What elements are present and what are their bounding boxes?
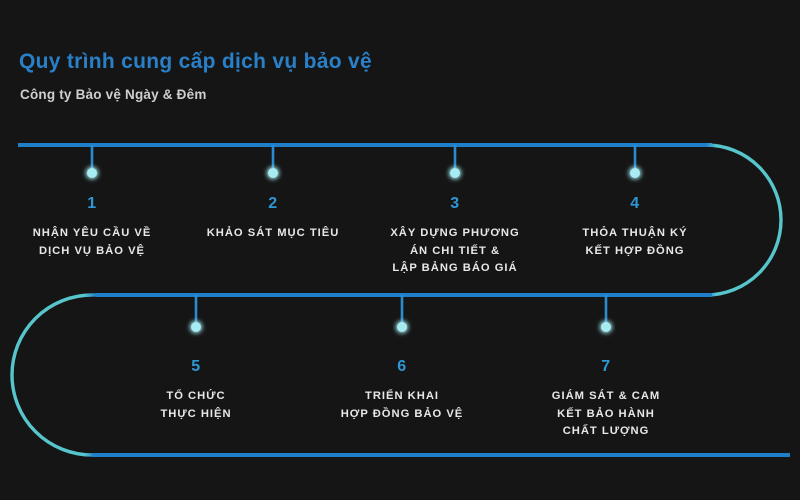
timeline-step-3[interactable]: 3 XÂY DỰNG PHƯƠNG ÁN CHI TIẾT & LẬP BẢNG… [390, 196, 519, 278]
step-number: 4 [630, 195, 640, 212]
step-label-line: CHẤT LƯỢNG [562, 425, 650, 437]
step-number: 2 [268, 195, 278, 212]
step-marker-2 [268, 145, 278, 178]
step-marker-6 [397, 295, 407, 332]
step-marker-7 [601, 295, 611, 332]
step-label-line: THỰC HIỆN [160, 407, 232, 420]
step-label-line: GIÁM SÁT & CAM [551, 390, 661, 402]
step-label-line: DỊCH VỤ BẢO VỆ [38, 244, 145, 257]
step-label: NHẬN YÊU CẦU VỀ DỊCH VỤ BẢO VỆ [33, 225, 152, 260]
timeline-left-curve [10, 293, 96, 457]
step-number: 1 [87, 195, 97, 212]
step-label: THỎA THUẬN KÝ KẾT HỢP ĐỒNG [582, 225, 687, 260]
timeline-step-7[interactable]: 7 GIÁM SÁT & CAM KẾT BẢO HÀNH CHẤT LƯỢNG [552, 359, 660, 441]
step-marker-4 [630, 145, 640, 178]
step-marker-5 [191, 295, 201, 332]
step-label: XÂY DỰNG PHƯƠNG ÁN CHI TIẾT & LẬP BẢNG B… [390, 225, 519, 278]
step-label-line: KHẢO SÁT MỤC TIÊU [206, 227, 340, 239]
step-label-line: XÂY DỰNG PHƯƠNG [390, 227, 520, 239]
step-label: GIÁM SÁT & CAM KẾT BẢO HÀNH CHẤT LƯỢNG [552, 388, 660, 441]
timeline-step-5[interactable]: 5 TỔ CHỨC THỰC HIỆN [160, 359, 231, 423]
step-label: KHẢO SÁT MỤC TIÊU [207, 225, 340, 243]
step-number: 3 [450, 195, 460, 212]
step-label-line: THỎA THUẬN KÝ [582, 227, 688, 239]
step-label-line: NHẬN YÊU CẦU VỀ [32, 227, 152, 239]
step-marker-1 [87, 145, 97, 178]
step-label-line: TRIỂN KHAI [364, 390, 440, 402]
step-number: 7 [601, 358, 611, 375]
step-label: TRIỂN KHAI HỢP ĐỒNG BẢO VỆ [341, 388, 464, 423]
page-title: Quy trình cung cấp dịch vụ bảo vệ [19, 50, 372, 73]
step-label-line: KẾT BẢO HÀNH [557, 407, 655, 420]
step-label-line: HỢP ĐỒNG BẢO VỆ [340, 407, 464, 420]
timeline-step-2[interactable]: 2 KHẢO SÁT MỤC TIÊU [207, 196, 340, 243]
timeline-right-curve [705, 143, 783, 297]
step-number: 6 [397, 358, 407, 375]
timeline-step-4[interactable]: 4 THỎA THUẬN KÝ KẾT HỢP ĐỒNG [582, 196, 687, 260]
timeline-step-6[interactable]: 6 TRIỂN KHAI HỢP ĐỒNG BẢO VỆ [341, 359, 464, 423]
step-number: 5 [191, 358, 201, 375]
step-label-line: KẾT HỢP ĐỒNG [585, 244, 685, 257]
step-label-line: LẬP BẢNG BÁO GIÁ [392, 262, 518, 274]
step-label: TỔ CHỨC THỰC HIỆN [160, 388, 231, 423]
step-label-line: TỔ CHỨC [166, 390, 226, 402]
page-subtitle: Công ty Bảo vệ Ngày & Đêm [20, 87, 207, 102]
step-marker-3 [450, 145, 460, 178]
step-label-line: ÁN CHI TIẾT & [409, 244, 501, 257]
timeline-step-1[interactable]: 1 NHẬN YÊU CẦU VỀ DỊCH VỤ BẢO VỆ [33, 196, 152, 260]
